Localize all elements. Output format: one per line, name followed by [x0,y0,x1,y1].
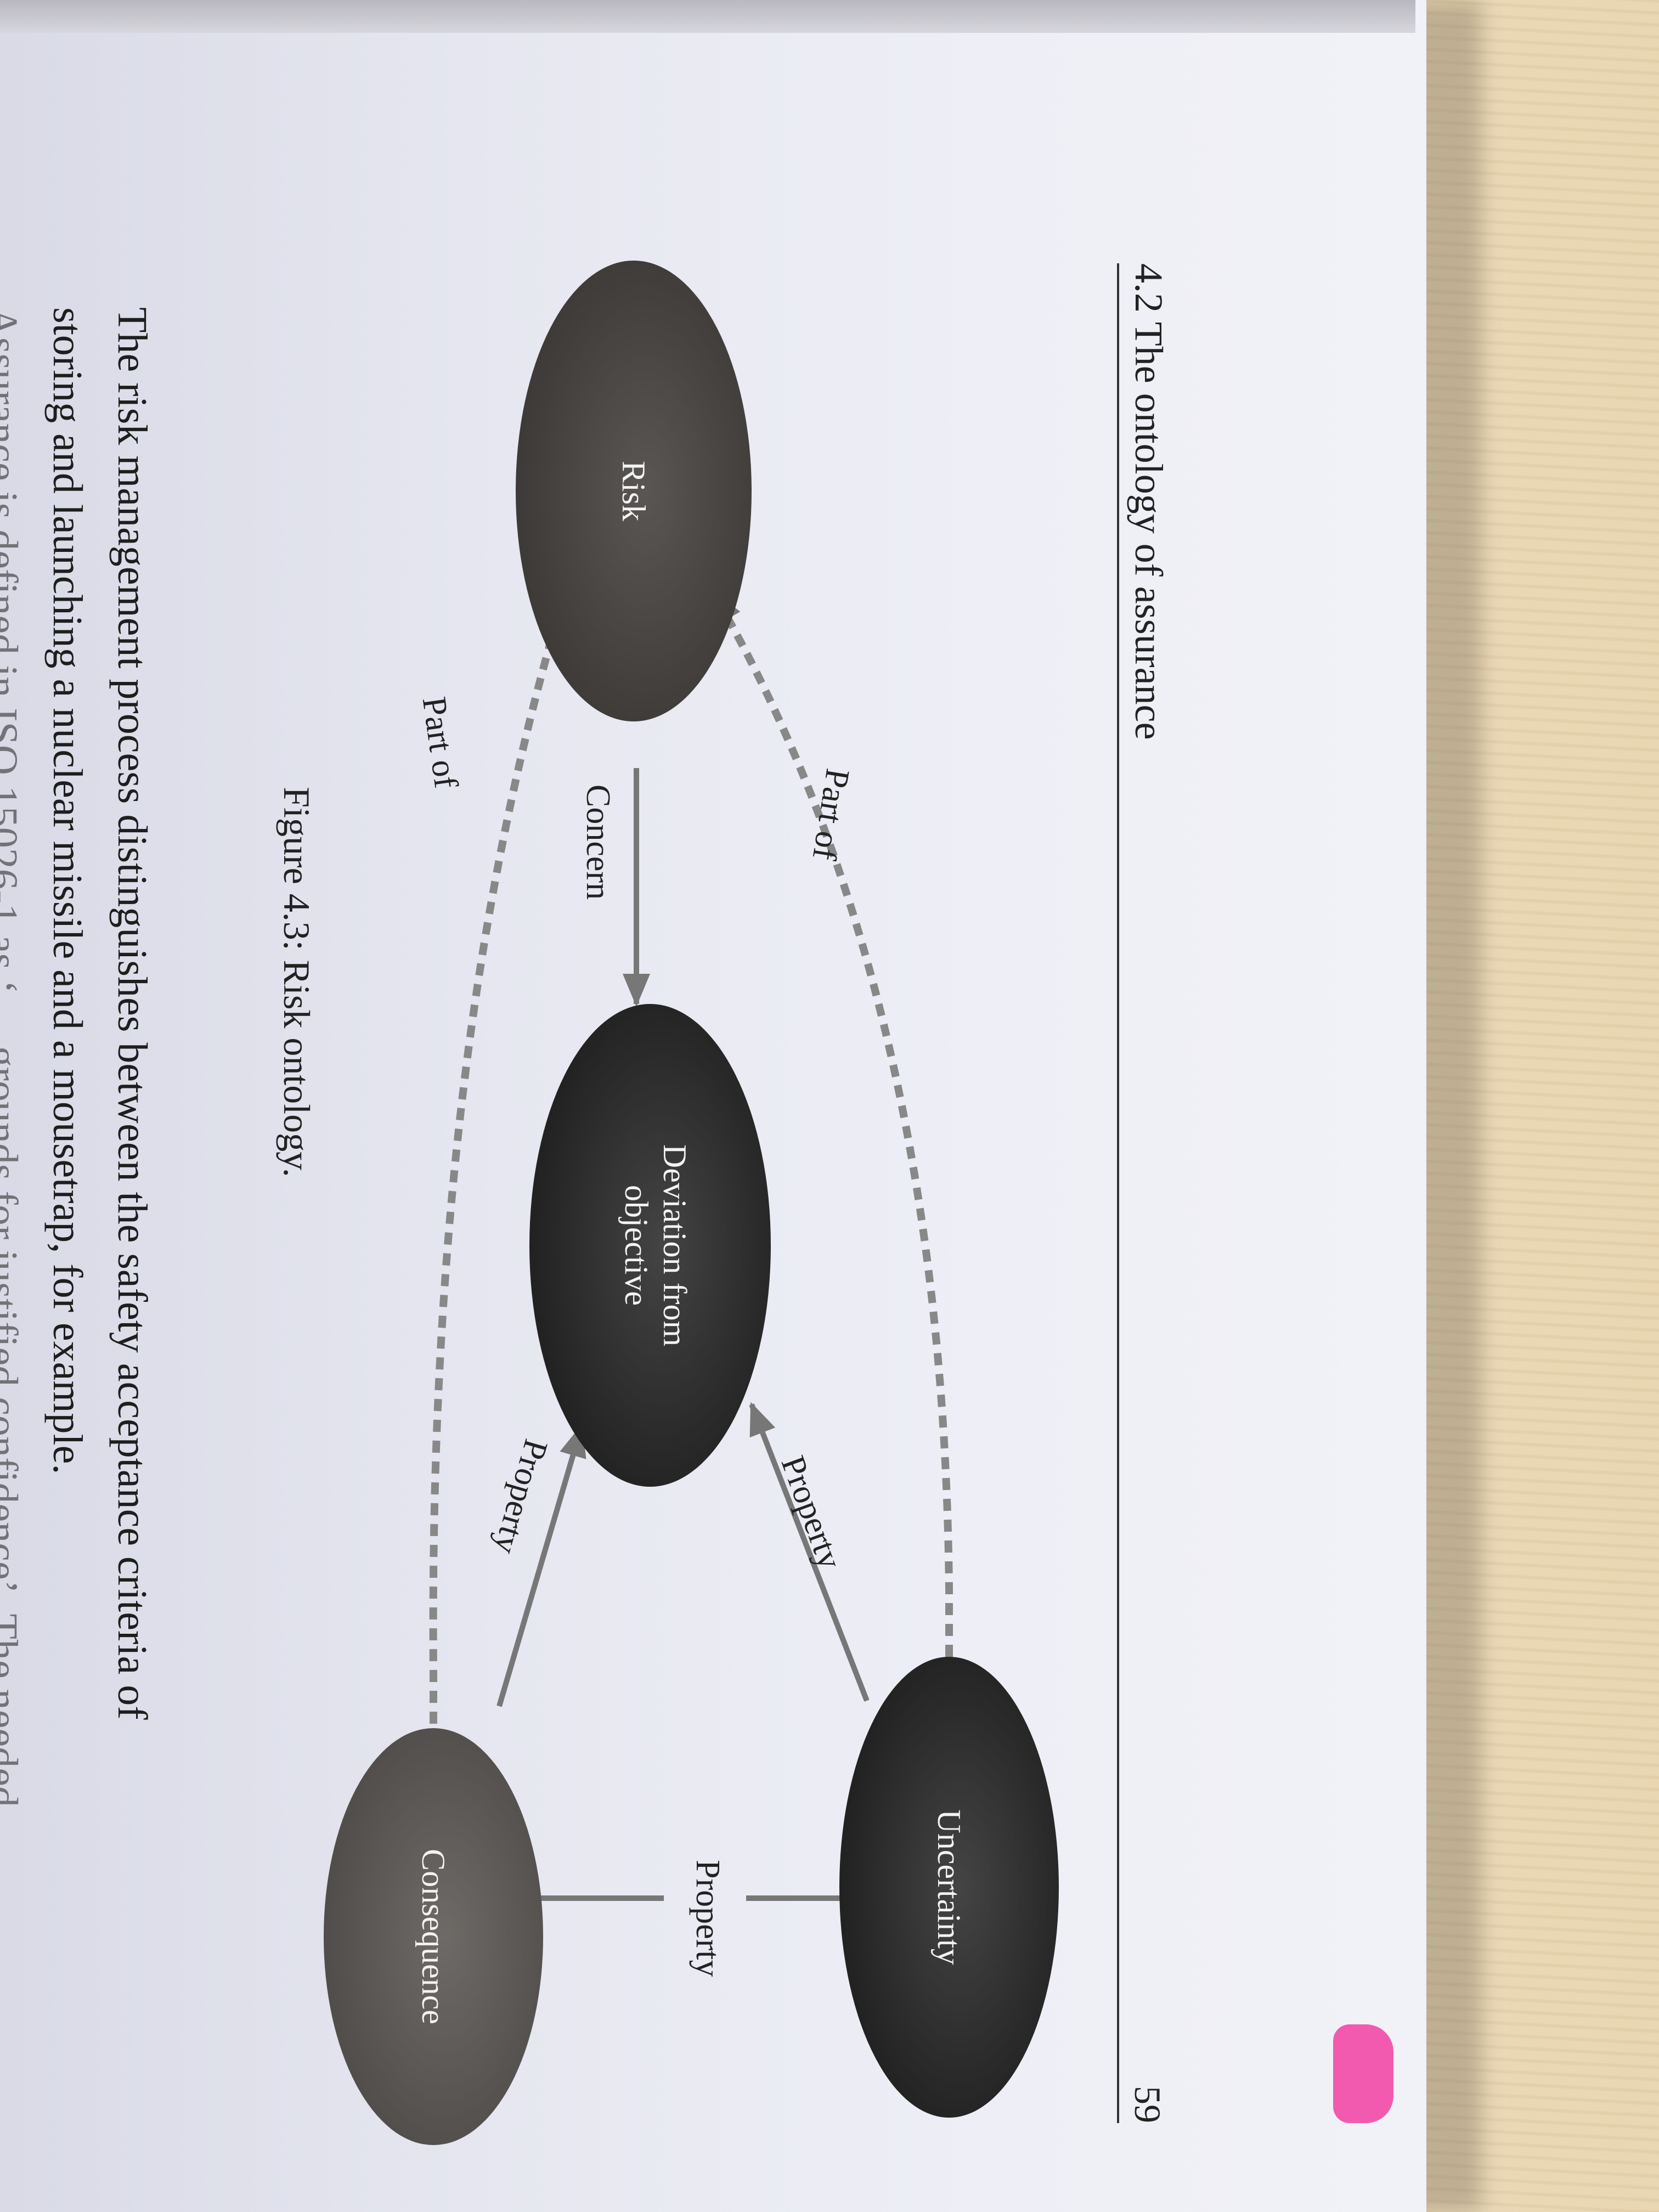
node-uncertainty [839,1657,1059,2118]
label-property-uncertainty: Property [774,1451,849,1574]
edge-part-of-bottom [709,590,953,1657]
body-line-2: storing and launching a nuclear missile … [44,307,91,1475]
facing-page-edge [0,0,1415,33]
node-uncertainty-label: Uncertainty [931,1809,967,1965]
edge-part-of-top [429,590,569,1745]
label-property-consequence: Property [487,1435,555,1558]
body-line-1: The risk management process distinguishe… [109,307,155,1720]
rotated-page-content: 4.2 The ontology of assurance 59 [0,261,1180,2172]
node-risk [516,261,752,721]
node-consequence-label: Consequence [415,1849,452,2024]
body-paragraph: The risk management process distinguishe… [0,307,165,2172]
node-consequence [324,1728,543,2145]
figure-caption: Figure 4.3: Risk ontology. [276,787,318,1177]
pink-sticky-flag [1333,2024,1393,2123]
label-property-right: Property [689,1860,726,1977]
node-deviation-label-2: objective [618,1185,654,1306]
label-part-of-top: Part of [415,695,465,791]
label-part-of-bottom: Part of [805,766,856,862]
node-deviation [529,1004,771,1487]
node-risk-label: Risk [616,461,652,521]
edge-property-uncertainty [749,1402,870,1702]
body-line-3: Assurance is defined in ISO 15026-1 as ‘… [0,307,26,1807]
node-deviation-label-1: Deviation from [657,1144,693,1346]
edge-property-consequence [496,1424,586,1707]
label-concern: Concern [579,785,617,900]
risk-ontology-diagram: Part of Part of Concern Property Propert… [324,261,1059,2145]
